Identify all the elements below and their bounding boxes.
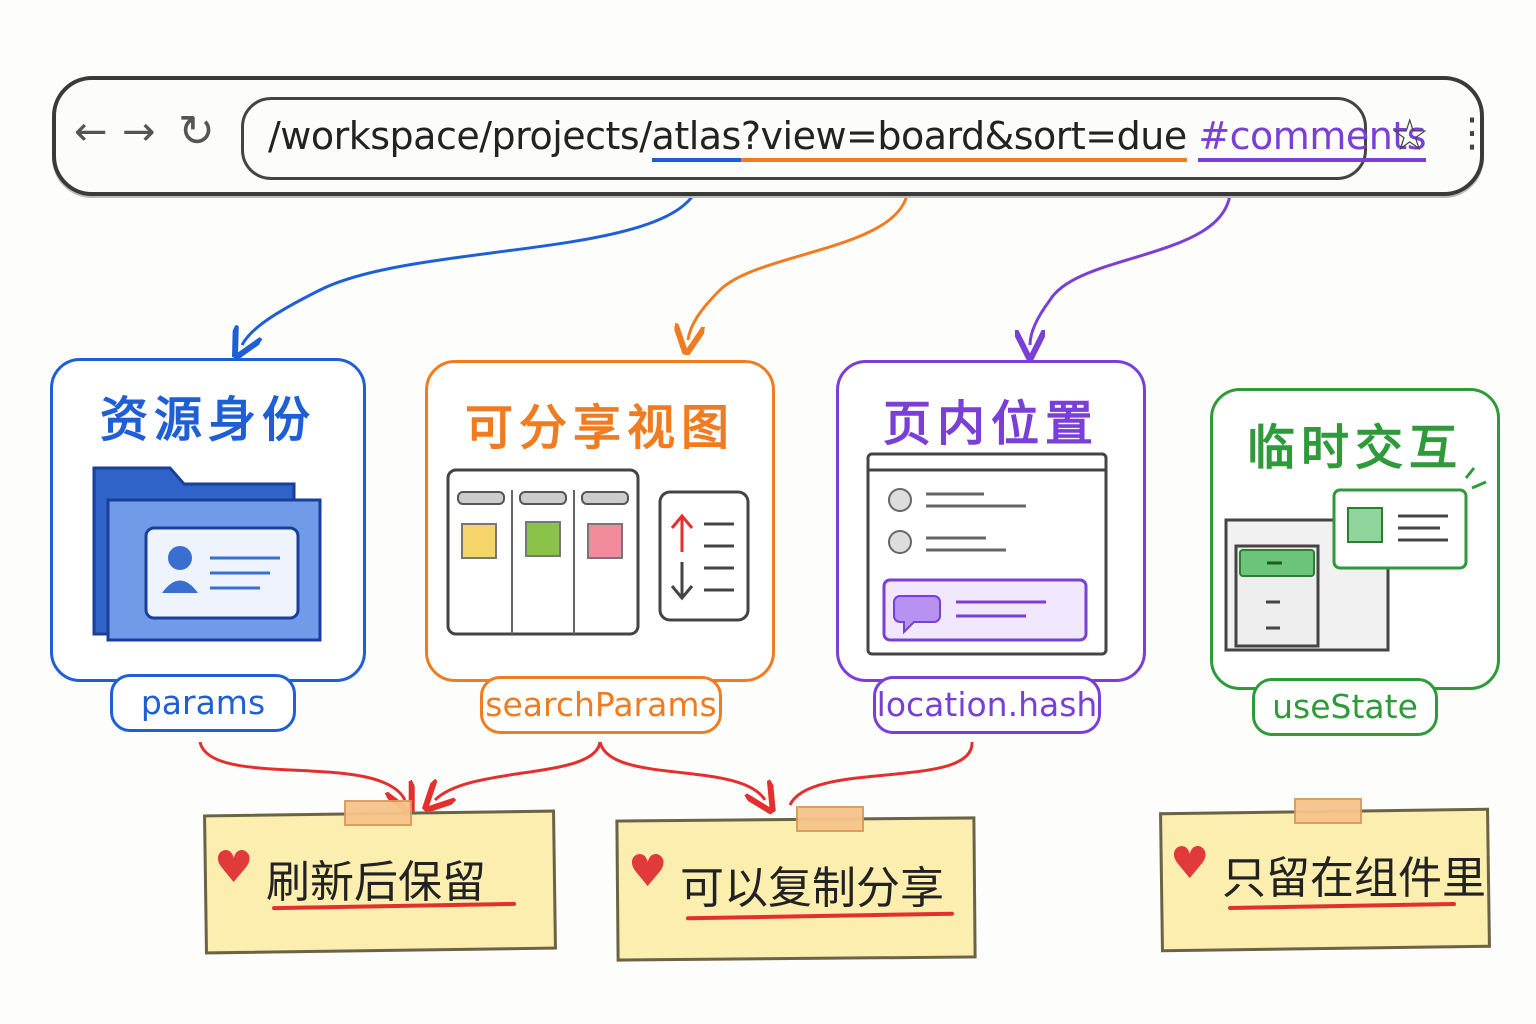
card-title-temporary-interaction: 临时交互 [1246,420,1463,476]
note-text-component: 只留在组件里 [1222,853,1486,904]
heart-icon: ♥ [628,846,668,897]
url-hash-segment: #comments [1198,114,1427,162]
arrow-to-params [242,174,704,345]
star-icon[interactable]: ☆ [1390,110,1430,161]
url-input[interactable] [241,97,1367,180]
arrow-to-searchparams [688,177,912,340]
card-title-shareable-view: 可分享视图 [464,400,735,456]
tag-usestate: useState [1252,678,1438,736]
page-comments-icon [866,452,1108,656]
tag-params: params [110,674,296,732]
card-title-in-page-position: 页内位置 [882,396,1099,452]
back-arrow-icon[interactable]: ← [74,109,108,155]
heart-icon: ♥ [1170,838,1210,889]
note-text-share: 可以复制分享 [680,863,944,914]
folder-id-card-icon [92,466,322,642]
dropdown-popover-icon [1224,467,1487,652]
card-title-resource-identity: 资源身份 [99,392,316,448]
url-text: /workspace/projects/atlas?view=board&sor… [268,114,1427,162]
url-query-segment: ?view=board&sort=due [740,114,1187,162]
arrow-to-hash [1030,177,1234,345]
tag-location-hash: location.hash [873,676,1101,734]
url-resource-segment: atlas [651,114,741,162]
browser-address-bar [52,76,1484,196]
kanban-board-icon [446,468,640,636]
tape [1294,798,1362,824]
tape [344,800,412,826]
heart-icon: ♥ [214,842,254,893]
note-text-persist: 刷新后保留 [266,857,486,908]
forward-arrow-icon[interactable]: → [122,109,156,155]
arrows-to-notes [198,741,974,805]
sort-icon [658,490,750,622]
more-vert-icon[interactable]: ⋮ [1452,110,1492,156]
url-path: /workspace/projects/ [268,114,652,158]
refresh-icon[interactable]: ↻ [178,106,215,157]
tape [796,806,864,832]
tag-searchparams: searchParams [480,676,722,734]
